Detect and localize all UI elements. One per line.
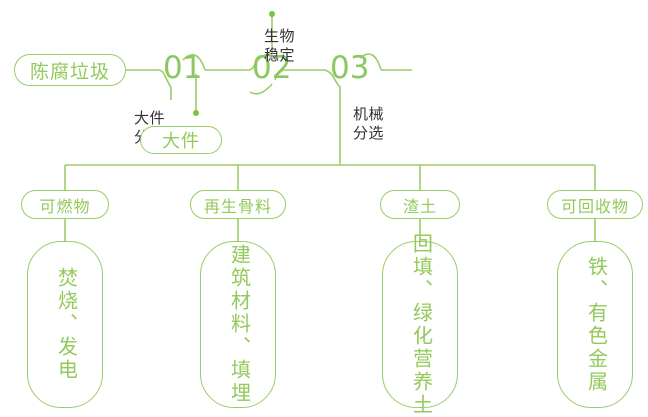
step-note-02: 生物 稳定 xyxy=(264,28,296,65)
node-output-2[interactable]: 再生骨料 xyxy=(190,190,286,219)
node-destination-3[interactable]: 回填、绿化营养土 xyxy=(382,233,458,417)
node-output-4[interactable]: 可回收物 xyxy=(547,190,643,219)
node-output-1[interactable]: 可燃物 xyxy=(21,190,109,219)
node-destination-2[interactable]: 建筑材料、填埋 xyxy=(200,241,276,408)
node-output-2-label: 再生骨料 xyxy=(203,198,272,216)
dot-dajian-branch xyxy=(193,110,199,116)
node-output-3[interactable]: 渣土 xyxy=(380,190,460,219)
node-destination-1[interactable]: 焚烧、发电 xyxy=(27,241,103,408)
node-destination-3-label: 回填、绿化营养土 xyxy=(409,232,432,417)
node-output-4-label: 可回收物 xyxy=(560,198,629,216)
node-destination-2-label: 建筑材料、填埋 xyxy=(227,244,250,405)
node-source[interactable]: 陈腐垃圾 xyxy=(14,54,126,86)
node-side-output-dajian[interactable]: 大件 xyxy=(140,126,222,154)
node-side-output-dajian-label: 大件 xyxy=(162,131,200,151)
step-note-03: 机械 分选 xyxy=(353,106,385,143)
node-output-1-label: 可燃物 xyxy=(39,198,91,216)
step-number-01: 01 xyxy=(163,50,203,86)
step-number-03: 03 xyxy=(330,50,370,86)
node-destination-1-label: 焚烧、发电 xyxy=(54,267,77,382)
node-output-3-label: 渣土 xyxy=(402,198,437,216)
step-number-02: 02 xyxy=(252,50,292,86)
node-destination-4[interactable]: 铁、有色金属 xyxy=(557,241,633,408)
node-source-label: 陈腐垃圾 xyxy=(29,61,110,83)
node-destination-4-label: 铁、有色金属 xyxy=(584,255,607,394)
dot-step02-note xyxy=(269,11,275,17)
